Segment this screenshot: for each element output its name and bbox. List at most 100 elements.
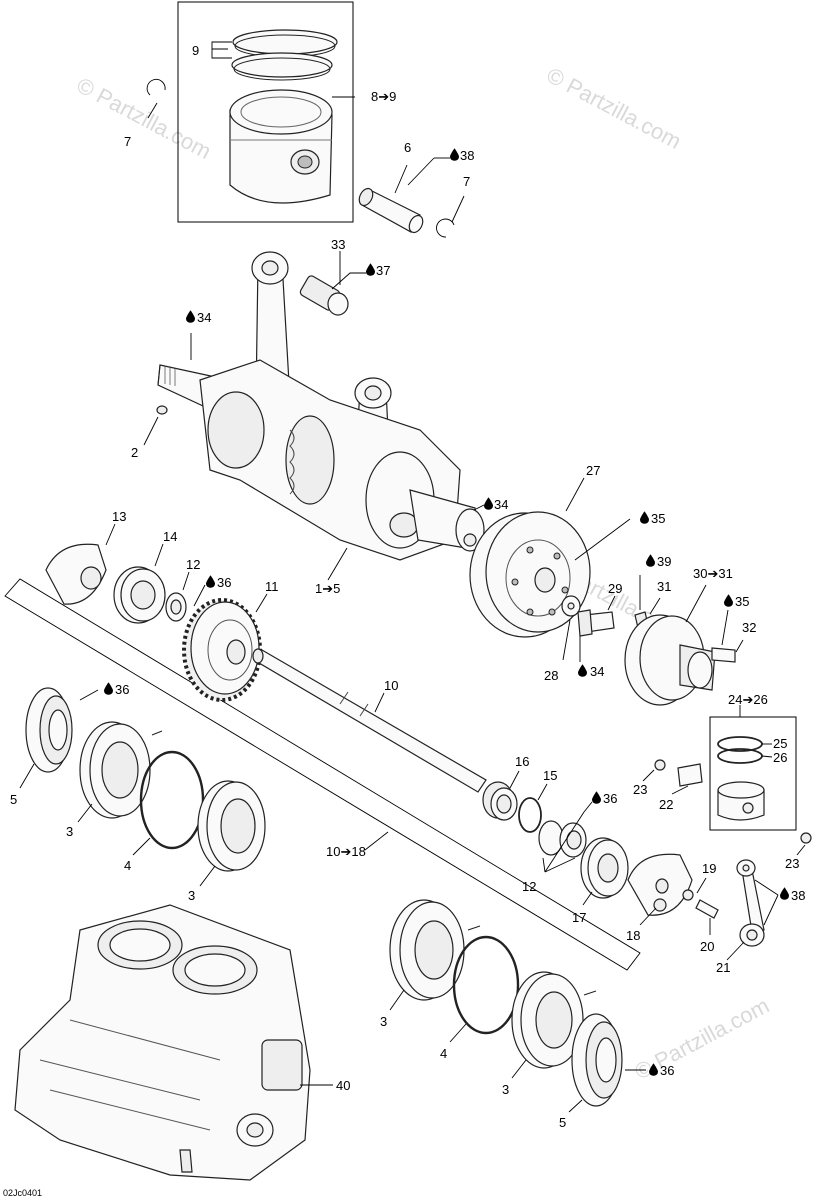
callout-22: 22 [659, 797, 673, 812]
callout-38: 38 [460, 148, 474, 163]
callout-9: 9 [192, 43, 199, 58]
piston [229, 89, 333, 204]
callout-24-26: 24➔26 [728, 692, 768, 707]
callout-38: 38 [791, 888, 805, 903]
callout-3: 3 [188, 888, 195, 903]
callout-34: 34 [197, 310, 211, 325]
piston-rings [231, 29, 338, 81]
callout-5: 5 [10, 792, 17, 807]
callout-33: 33 [331, 237, 345, 252]
callout-20: 20 [700, 939, 714, 954]
callout-3: 3 [66, 824, 73, 839]
flywheel-bolt [577, 609, 615, 637]
nut [800, 832, 812, 844]
kit-frame [709, 716, 797, 831]
nut [654, 759, 666, 771]
callout-12: 12 [186, 557, 200, 572]
pin [677, 763, 703, 787]
oil-drop-icon [206, 575, 215, 588]
callout-19: 19 [702, 861, 716, 876]
watermark: © Partzilla.com [543, 62, 686, 154]
callout-14: 14 [163, 529, 177, 544]
flywheel [469, 511, 591, 638]
callout-30-31: 30➔31 [693, 566, 733, 581]
callout-34: 34 [494, 497, 508, 512]
needle-bearing [299, 275, 349, 316]
oil-seal [25, 687, 73, 773]
oil-drop-icon [724, 594, 733, 607]
ball-bearing [79, 721, 163, 819]
woodruff-key [156, 405, 168, 415]
callout-18: 18 [626, 928, 640, 943]
balancer-piston [717, 781, 765, 821]
callout-16: 16 [515, 754, 529, 769]
o-ring [139, 750, 205, 850]
oil-drop-icon [484, 497, 493, 510]
circlip [436, 218, 455, 238]
callout-3: 3 [502, 1082, 509, 1097]
counterweight [45, 543, 107, 605]
socket-screw [711, 647, 736, 663]
oil-drop-icon [186, 310, 195, 323]
callout-21: 21 [716, 960, 730, 975]
callout-12: 12 [522, 879, 536, 894]
callout-25: 25 [773, 736, 787, 751]
callout-4: 4 [440, 1046, 447, 1061]
callout-23: 23 [785, 856, 799, 871]
callout-13: 13 [112, 509, 126, 524]
callout-35: 35 [651, 511, 665, 526]
callout-29: 29 [608, 581, 622, 596]
oil-drop-icon [646, 554, 655, 567]
callout-36: 36 [660, 1063, 674, 1078]
callout-5: 5 [559, 1115, 566, 1130]
callout-7: 7 [124, 134, 131, 149]
needle-bearing [482, 781, 518, 821]
callout-8-9: 8➔9 [371, 89, 396, 104]
oil-drop-icon [450, 148, 459, 161]
oil-drop-icon [640, 511, 649, 524]
callout-4: 4 [124, 858, 131, 873]
watermark: © Partzilla.com [73, 72, 216, 164]
balance-shaft-assembly-frame [4, 578, 641, 971]
callout-36: 36 [115, 682, 129, 697]
oil-drop-icon [780, 887, 789, 900]
callout-6: 6 [404, 140, 411, 155]
callout-7: 7 [463, 174, 470, 189]
callout-23: 23 [633, 782, 647, 797]
diagram-code: 02Jc0401 [3, 1188, 42, 1198]
callout-2: 2 [131, 445, 138, 460]
bolt [682, 889, 719, 919]
callout-17: 17 [572, 910, 586, 925]
oil-drop-icon [366, 263, 375, 276]
thrust-washer [518, 797, 542, 833]
oil-drop-icon [592, 791, 601, 804]
callout-36: 36 [217, 575, 231, 590]
oil-drop-icon [578, 664, 587, 677]
callout-37: 37 [376, 263, 390, 278]
callout-11: 11 [265, 579, 279, 594]
ball-bearing [197, 780, 266, 872]
piston-kit-frame [177, 1, 354, 223]
callout-32: 32 [742, 620, 756, 635]
balance-shaft [252, 648, 487, 793]
callout-40: 40 [336, 1078, 350, 1093]
balancer-gear [182, 598, 262, 702]
callout-26: 26 [773, 750, 787, 765]
callout-35: 35 [735, 594, 749, 609]
callout-15: 15 [543, 768, 557, 783]
ball-bearing [511, 971, 597, 1069]
o-ring [452, 935, 520, 1035]
callout-10: 10 [384, 678, 398, 693]
callout-1-5: 1➔5 [315, 581, 340, 596]
balancer-link-rod [736, 859, 765, 947]
callout-39: 39 [657, 554, 671, 569]
ball-bearing [580, 837, 629, 899]
ball-bearing [113, 566, 166, 624]
ball-bearing [389, 899, 481, 1001]
callout-27: 27 [586, 463, 600, 478]
wrist-pin [358, 187, 424, 234]
counterweight [627, 853, 693, 916]
oil-seal [571, 1013, 623, 1107]
oil-drop-icon [104, 682, 113, 695]
